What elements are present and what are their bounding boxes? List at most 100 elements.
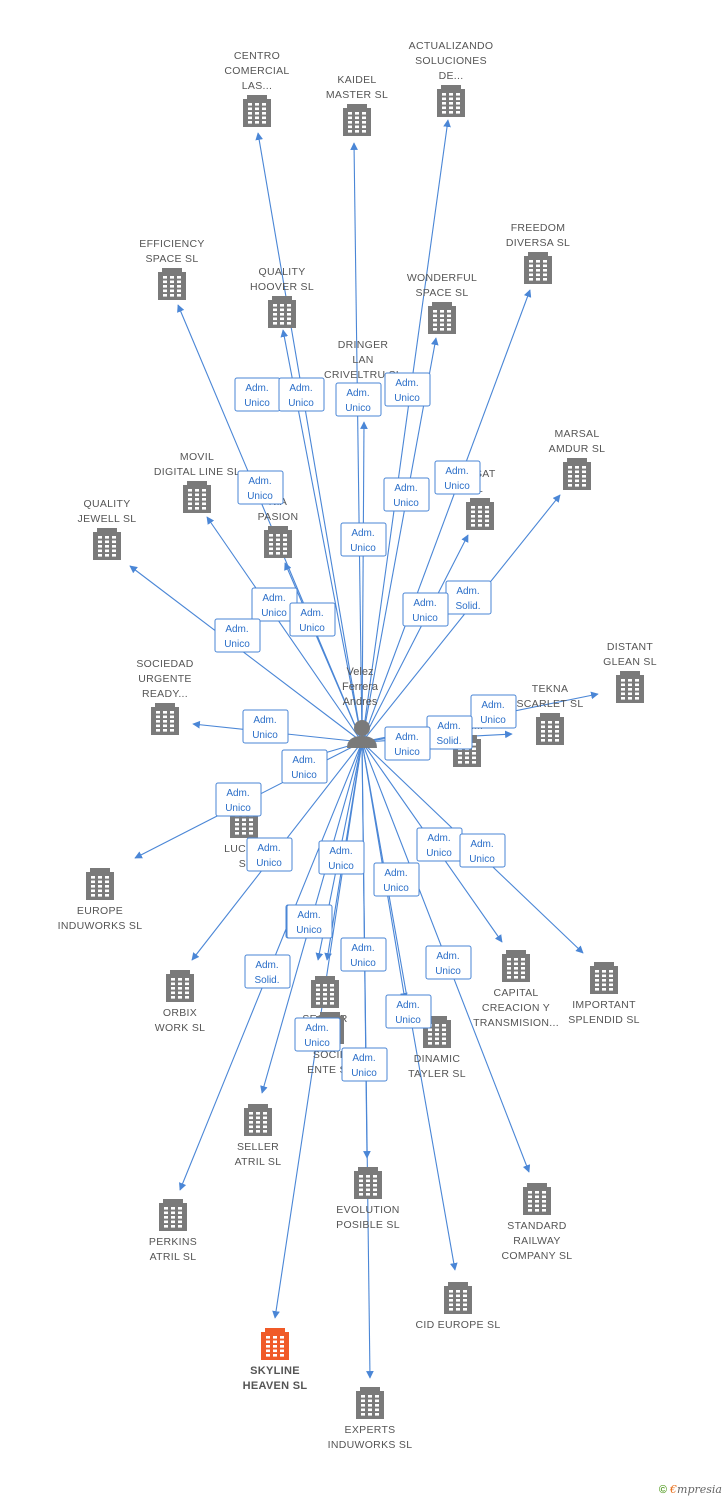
edge-label-text: Unico xyxy=(350,958,376,969)
edge-label-sector[interactable]: Adm.Unico xyxy=(318,840,365,875)
edge-label-centro[interactable]: Adm. Unico xyxy=(234,377,281,412)
edge-label-text: Adm. xyxy=(437,721,460,732)
edge-label-tekna[interactable]: Adm.Solid. xyxy=(426,715,473,750)
company-label: FREEDOM xyxy=(511,222,566,234)
company-node-cid[interactable]: CID EUROPE SL xyxy=(415,1282,500,1331)
edge-label-text: Unico xyxy=(244,398,270,409)
edge-label-text: Unico xyxy=(426,848,452,859)
center-person-node[interactable]: Velez Ferrera Andres xyxy=(342,666,379,748)
edge-label-freedom[interactable]: Adm. Unico xyxy=(434,460,481,495)
company-label: DINAMIC xyxy=(414,1053,461,1065)
company-node-sociedad_urgente[interactable]: SOCIEDADURGENTEREADY... xyxy=(136,658,193,735)
edge-label-text: Adm. xyxy=(396,1000,419,1011)
edge-label-box xyxy=(335,382,382,417)
edge-actualizando xyxy=(361,119,451,743)
company-label: CREACION Y xyxy=(482,1002,550,1014)
company-label: DIVERSA SL xyxy=(506,237,570,249)
edge-label-pasion[interactable]: Adm.Unico xyxy=(289,602,336,637)
brand-logo[interactable]: €mpresia xyxy=(670,1483,722,1496)
building-icon xyxy=(423,1016,451,1048)
company-node-centro[interactable]: CENTROCOMERCIALLAS... xyxy=(224,50,289,127)
edge-label-luck[interactable]: Adm.Unico xyxy=(281,749,328,784)
company-label: HOOVER SL xyxy=(250,281,314,293)
edge-label-box xyxy=(246,837,293,872)
edge-label-perkins[interactable]: Adm.Solid. xyxy=(244,954,291,989)
edge-label-box xyxy=(278,377,325,412)
edge-label-cid[interactable]: Adm.Unico xyxy=(385,994,432,1029)
edge-label-text: Unico xyxy=(394,393,420,404)
edge-label-experts[interactable]: Adm.Unico xyxy=(341,1047,388,1082)
edge-label-skyline[interactable]: Adm.Unico xyxy=(294,1017,341,1052)
edge-label-text: Adm. xyxy=(305,1023,328,1034)
edge-label-text: Adm. xyxy=(413,598,436,609)
edge-label-text: Unico xyxy=(261,608,287,619)
edge-label-quality_hoover[interactable]: Adm.Unico xyxy=(278,377,325,412)
company-node-pasion[interactable]: NIAPASION xyxy=(258,496,299,558)
company-label: SI xyxy=(239,858,250,870)
edge-label-text: Adm. xyxy=(351,943,374,954)
edge-label-actualizando[interactable]: Adm.Unico xyxy=(384,372,431,407)
edge-label-text: Unico xyxy=(444,481,470,492)
edge-label-text: Adm. xyxy=(427,833,450,844)
edge-label-important[interactable]: Adm.Unico xyxy=(459,833,506,868)
edge-label-sociedad_urgente[interactable]: Adm.Unico xyxy=(242,709,289,744)
company-label: GLEAN SL xyxy=(603,656,657,668)
company-label: CRIVELTRU SL xyxy=(324,369,402,381)
edge-label-marsal[interactable]: Adm.Solid. xyxy=(445,580,492,615)
edge-label-distant[interactable]: Adm.Unico xyxy=(470,694,517,729)
edge-label-europe[interactable]: Adm.Unico xyxy=(215,782,262,817)
edge-label-text: Unico xyxy=(469,854,495,865)
edge-label-text: Adm. xyxy=(445,466,468,477)
edge-label-harm[interactable]: Adm.Unico xyxy=(384,726,431,761)
edge-label-dringer[interactable]: Adm.Unico xyxy=(340,522,387,557)
edge-label-efficiency[interactable]: Adm.Unico xyxy=(237,470,284,505)
edge-efficiency xyxy=(177,304,363,743)
edge-label-sat[interactable]: Adm.Unico xyxy=(402,592,449,627)
edge-label-evolution[interactable]: Adm. Unico xyxy=(340,937,387,972)
edge-label-kaidel[interactable]: Adm.Unico xyxy=(335,382,382,417)
edge-label-standard[interactable]: Adm.Unico xyxy=(425,945,472,980)
edge-label-text: Adm. xyxy=(297,910,320,921)
company-node-actualizando[interactable]: ACTUALIZANDOSOLUCIONESDE... xyxy=(409,40,494,117)
edge-label-text: Adm. xyxy=(245,383,268,394)
edge-label-text: Unico xyxy=(252,730,278,741)
edge-label-dinamic[interactable]: Adm.Unico xyxy=(373,862,420,897)
edge-label-quality_jewell[interactable]: Adm.Unico xyxy=(214,618,261,653)
edge-label-box xyxy=(244,954,291,989)
edge-label-text: Adm. xyxy=(226,788,249,799)
building-icon xyxy=(437,85,465,117)
edge-label-orbix[interactable]: Adm.Unico xyxy=(246,837,293,872)
edge-label-capital[interactable]: Adm. Unico xyxy=(416,827,463,862)
edge-label-text: Adm. xyxy=(352,1053,375,1064)
company-label: DRINGER xyxy=(338,339,389,351)
edge-label-text: Adm. xyxy=(346,388,369,399)
company-node-freedom[interactable]: FREEDOM DIVERSA SL xyxy=(506,222,570,284)
edge-label-wonderful[interactable]: Adm.Unico xyxy=(383,477,430,512)
building-icon xyxy=(354,1167,382,1199)
company-label: ATRIL SL xyxy=(150,1251,197,1263)
building-icon xyxy=(590,962,618,994)
building-icon xyxy=(428,302,456,334)
edge-label-seller[interactable]: Adm.Unico xyxy=(286,904,333,939)
company-label: SOCIE xyxy=(313,1049,347,1061)
